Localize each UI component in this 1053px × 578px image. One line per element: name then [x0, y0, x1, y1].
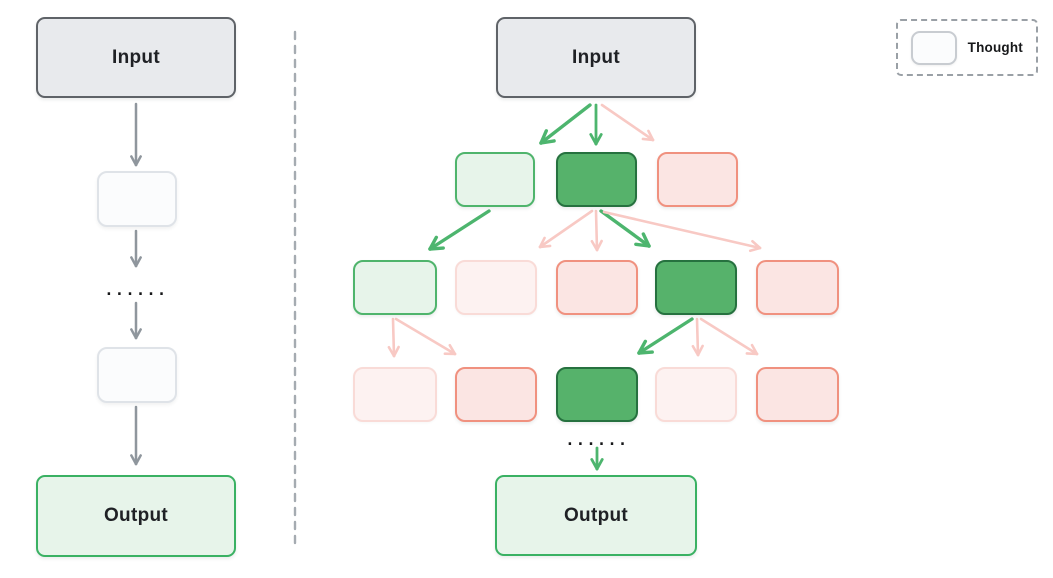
- arrow-pink: [699, 317, 759, 356]
- arrow-green: [539, 103, 592, 145]
- ellipsis-dots: ......: [104, 281, 168, 299]
- arrow-green: [590, 446, 604, 471]
- arrow-green: [599, 209, 651, 248]
- arrow-pink: [538, 209, 594, 249]
- arrow-gray: [130, 229, 142, 268]
- arrow-pink: [394, 317, 457, 356]
- ellipsis-dots: ......: [565, 431, 629, 449]
- arrow-pink: [590, 209, 603, 252]
- tree-node-green: [556, 367, 638, 422]
- tree-node-pink: [657, 152, 738, 207]
- thought-node: [97, 347, 177, 403]
- arrow-pink: [691, 317, 704, 357]
- tree-node-pink: [556, 260, 638, 315]
- tree-node-green-light: [455, 152, 535, 207]
- arrow-green: [428, 209, 491, 251]
- tree-node-pink-faded: [353, 367, 437, 422]
- arrow-pink: [600, 103, 655, 142]
- output-box-right: Output: [495, 475, 697, 556]
- tree-node-pink-faded: [455, 260, 537, 315]
- tree-node-green-light: [353, 260, 437, 315]
- arrow-green: [637, 317, 694, 355]
- arrow-pink: [387, 317, 400, 358]
- tree-node-pink: [756, 260, 839, 315]
- tree-node-pink: [455, 367, 537, 422]
- thought-node: [97, 171, 177, 227]
- legend: Thought: [896, 19, 1038, 76]
- arrow-gray: [130, 102, 142, 167]
- thought-legend-label: Thought: [967, 40, 1023, 55]
- arrow-green: [589, 103, 603, 146]
- tree-node-pink-faded: [655, 367, 737, 422]
- input-box-left: Input: [36, 17, 236, 98]
- output-box-left: Output: [36, 475, 236, 557]
- tree-node-green: [556, 152, 637, 207]
- arrow-pink: [602, 210, 762, 253]
- input-box-right: Input: [496, 17, 696, 98]
- tree-node-pink: [756, 367, 839, 422]
- arrow-gray: [130, 405, 142, 466]
- tree-node-green: [655, 260, 737, 315]
- arrow-gray: [130, 301, 142, 340]
- thought-swatch-icon: [911, 30, 957, 65]
